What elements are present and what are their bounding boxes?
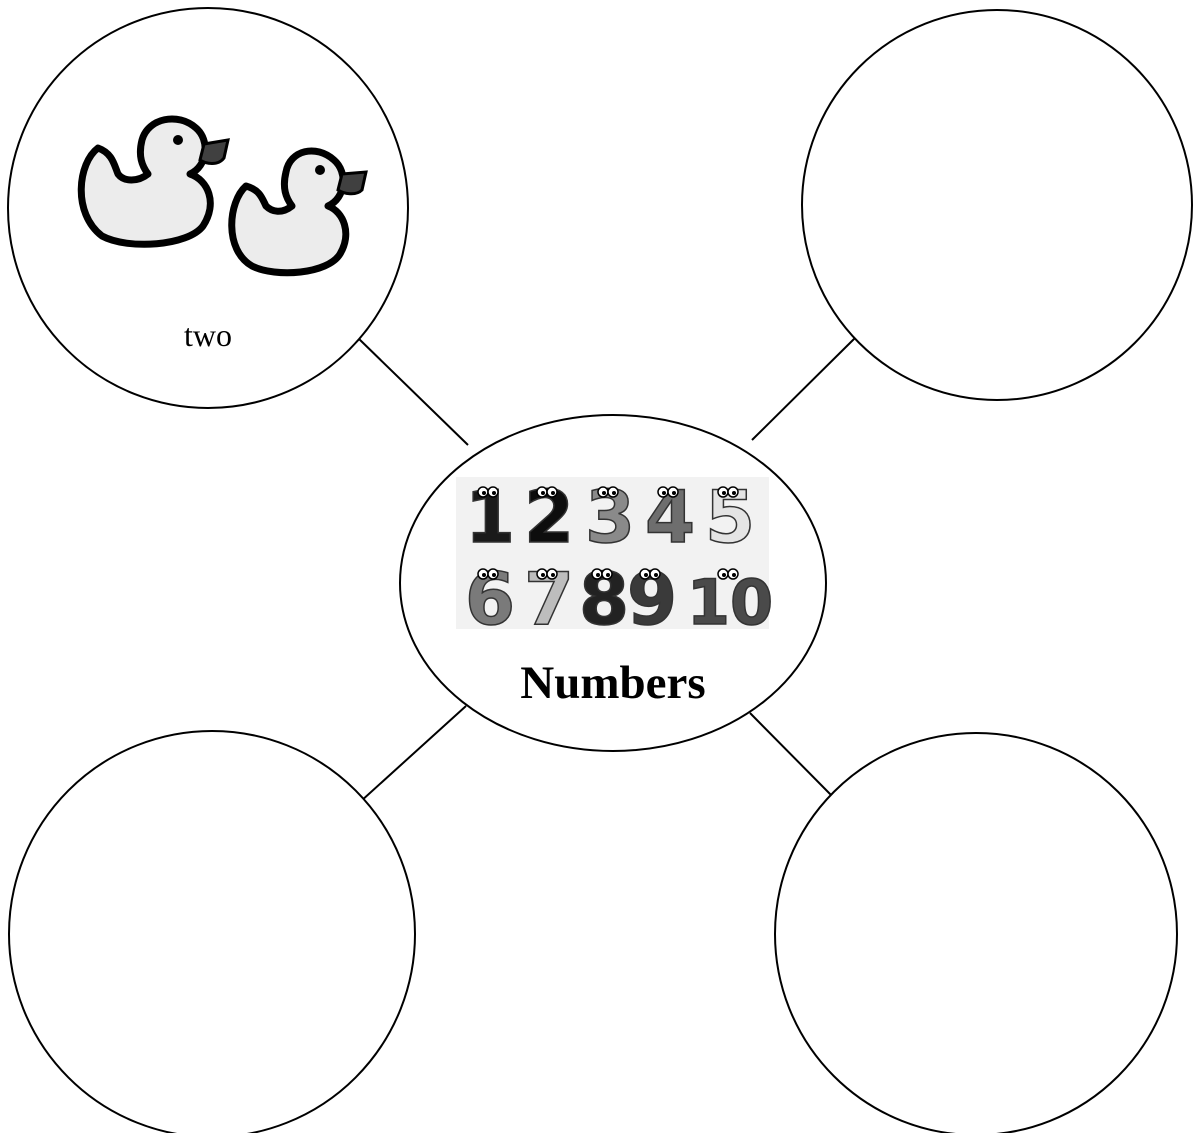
- digit-pupil: [492, 573, 496, 577]
- digit-pupil: [662, 491, 666, 495]
- digit-pupil: [732, 573, 736, 577]
- digit-pupil: [482, 573, 486, 577]
- bubble-top-right: [802, 10, 1192, 400]
- connector-bottom-left: [360, 706, 466, 802]
- digit-pupil: [722, 491, 726, 495]
- digit-pupil: [606, 573, 610, 577]
- bubble-bottom-left: [9, 731, 415, 1133]
- digit-pupil: [541, 573, 545, 577]
- digit-pupil: [654, 573, 658, 577]
- connector-bottom-right: [750, 713, 834, 798]
- digit-pupil: [612, 491, 616, 495]
- digit-pupil: [596, 573, 600, 577]
- digit-pupil: [541, 491, 545, 495]
- digit-pupil: [672, 491, 676, 495]
- digit-pupil: [732, 491, 736, 495]
- bubble-bottom-right: [775, 733, 1177, 1133]
- top-left-label: two: [184, 317, 232, 353]
- digit-pupil: [551, 491, 555, 495]
- center-title: Numbers: [520, 657, 705, 709]
- digit-pupil: [722, 573, 726, 577]
- connector-top-right: [752, 338, 855, 440]
- digit-pupil: [644, 573, 648, 577]
- digit-pupil: [492, 491, 496, 495]
- digit-pupil: [602, 491, 606, 495]
- digit-pupil: [482, 491, 486, 495]
- digit-pupil: [551, 573, 555, 577]
- connector-top-left: [357, 337, 468, 445]
